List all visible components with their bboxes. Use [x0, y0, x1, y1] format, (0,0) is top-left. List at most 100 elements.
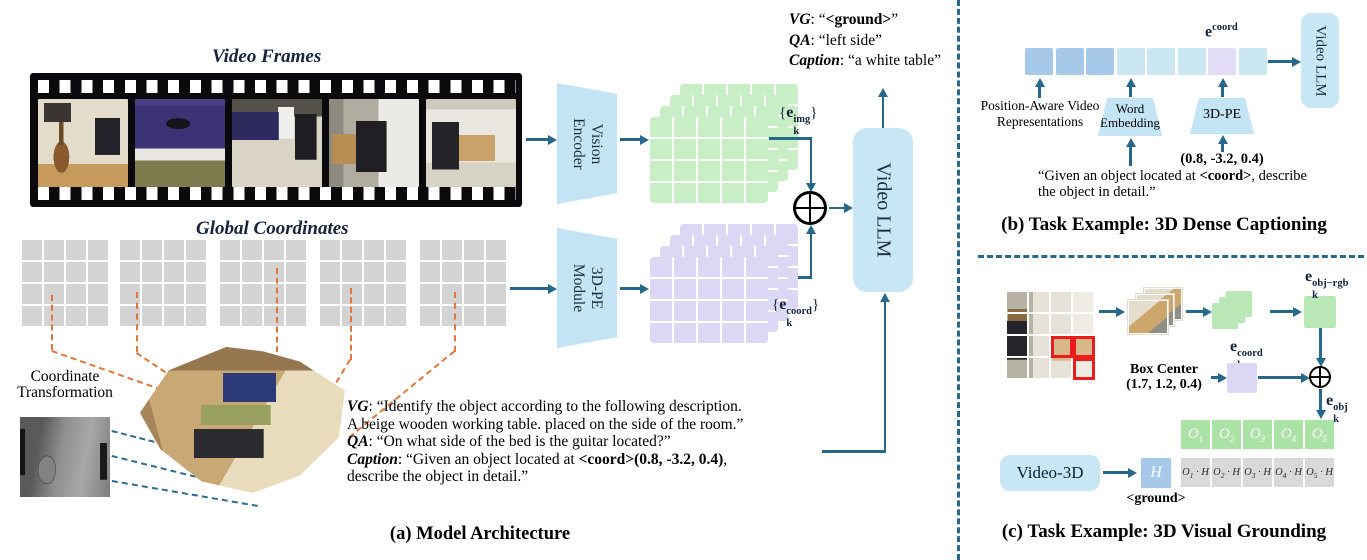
caption-panel-b: (b) Task Example: 3D Dense Captioning: [1001, 214, 1327, 235]
coordinate-grid-4: [320, 240, 406, 326]
box-center-line2: (1.7, 1.2, 0.4): [1126, 377, 1202, 392]
arrow-pe-v: [1221, 86, 1224, 97]
arrowhead: [806, 225, 816, 234]
arrowhead: [1292, 56, 1301, 67]
highlighted-patch-2: [1073, 336, 1095, 358]
film-frame-2-bed: [135, 99, 225, 187]
position-aware-label: Position-Aware Video Representations: [978, 99, 1102, 128]
coordinate-grid-1: [22, 240, 108, 326]
caption-panel-a: (a) Model Architecture: [389, 524, 571, 544]
arrowhead: [1293, 306, 1302, 317]
arrow-center-to-coord: [1211, 376, 1219, 379]
ground-hidden-state-square: H: [1141, 458, 1171, 488]
prompt-qa: QA: “On what side of the bed is the guit…: [347, 433, 671, 451]
line-prompt-to-llm: [822, 450, 886, 453]
separator-vertical: [957, 0, 960, 560]
dash-grid4-v: [350, 288, 352, 360]
prompt-vg-1: VG: “Identify the object according to th…: [347, 398, 742, 415]
ground-token-label: <ground>: [1126, 491, 1186, 506]
fusion-oplus: [793, 191, 827, 225]
global-coordinates-title: Global Coordinates: [196, 218, 349, 239]
arrow-quote-we: [1129, 146, 1132, 166]
arrow-we-v: [1129, 86, 1132, 97]
arrow-coords-pe: [1221, 143, 1224, 152]
box-center-line1: Box Center: [1129, 362, 1199, 377]
vision-encoder-label-1: Vision: [588, 123, 605, 164]
arrowhead: [1034, 78, 1045, 87]
dash-grid5-v: [454, 292, 456, 352]
we-line1: Word: [1115, 101, 1145, 116]
coordinate-transformation-label: Coordinate Transformation: [10, 369, 120, 401]
coords-value-b: (0.8, -3.2, 0.4): [1180, 151, 1264, 167]
video-llm-block-b: Video LLM: [1301, 13, 1339, 108]
coord-transform-line1: Coordinate: [30, 368, 100, 385]
video-frames-title: Video Frames: [212, 46, 322, 67]
arrow-patches-to-feats: [1186, 310, 1204, 313]
arrowhead: [1218, 372, 1227, 383]
coordinate-grid-3: [220, 240, 306, 326]
line-oplus-to-objects: [1319, 389, 1322, 410]
arrowhead: [548, 283, 557, 294]
film-frame-1-guitar: [38, 99, 128, 187]
output-vg: VG: “<ground>”: [789, 11, 899, 28]
coordinate-grid-5: [420, 240, 506, 326]
e-coord-token-label: ecoord: [1205, 22, 1238, 41]
arrow-feats-to-obj: [1270, 310, 1294, 313]
prompt-vg-2: A beige wooden working table. placed on …: [347, 415, 744, 433]
box-center-label: Box Center (1.7, 1.2, 0.4): [1118, 362, 1210, 392]
coord-embedding-square: [1227, 363, 1257, 393]
arrow-pav-v: [1038, 86, 1041, 98]
separator-horizontal: [978, 255, 1364, 258]
obj-rgb-embedding-square: [1304, 296, 1336, 328]
arrow-tokens-to-llm-b: [1268, 60, 1294, 63]
prompt-quote-b: “Given an object located at <coord>, des…: [1038, 168, 1307, 201]
arrowhead: [1217, 135, 1228, 144]
arrowhead: [806, 183, 816, 192]
film-frame-3-bed-chair: [232, 99, 322, 187]
arrowhead: [640, 134, 649, 145]
line-img-tokens-v: [809, 137, 812, 183]
quote-line2: the object in detail.”: [1038, 183, 1156, 200]
film-sprocket-row-bottom: [38, 187, 516, 200]
fusion-oplus-c: [1309, 366, 1331, 388]
arrow-video3d-to-h: [1103, 471, 1129, 474]
pe-module-label-2: Module: [570, 263, 587, 313]
pe-label-b: 3D-PE: [1202, 107, 1242, 122]
arrow-frames-to-encoder: [526, 138, 548, 141]
arrowhead: [880, 293, 890, 302]
output-qa: QA: “left side”: [789, 31, 882, 49]
pe-module-block: 3D-PE Module: [557, 228, 617, 348]
arrow-llm-output: [881, 96, 884, 128]
film-frame-4-desk: [329, 99, 419, 187]
llm-prompts: VG: “Identify the object according to th…: [347, 398, 743, 486]
video-3d-block: Video-3D: [1000, 455, 1100, 491]
arrowhead: [1125, 138, 1136, 147]
pav-line1: Position-Aware Video: [980, 98, 1100, 113]
line-prompt-to-llm-v: [883, 301, 886, 453]
arrowhead: [1315, 410, 1326, 419]
llm-outputs: VG: “<ground>” QA: “left side” Caption: …: [789, 10, 941, 72]
dash-grid2-v: [136, 292, 138, 352]
line-img-tokens: [769, 137, 812, 140]
highlighted-patch-1: [1051, 336, 1073, 358]
arrowhead: [1315, 358, 1326, 367]
arrowhead: [1128, 467, 1137, 478]
vision-encoder-block: Vision Encoder: [557, 83, 617, 204]
word-embedding-block: Word Embedding: [1098, 98, 1162, 136]
coordinate-grid-2: [120, 240, 206, 326]
patchified-frame-image: [1007, 292, 1093, 378]
pe-module-label-1: 3D-PE: [588, 266, 605, 310]
film-sprocket-row-top: [38, 80, 516, 93]
quote-line1: “Given an object located at <coord>, des…: [1038, 168, 1307, 184]
depth-map-image: [20, 417, 110, 497]
pe-block-b: 3D-PE: [1190, 98, 1254, 134]
arrowhead: [1301, 372, 1310, 383]
coord-transform-line2: Transformation: [17, 384, 113, 401]
arrowhead: [878, 88, 888, 97]
arrow-encoder-to-tokens: [620, 138, 640, 141]
film-frame-5-table: [426, 99, 516, 187]
